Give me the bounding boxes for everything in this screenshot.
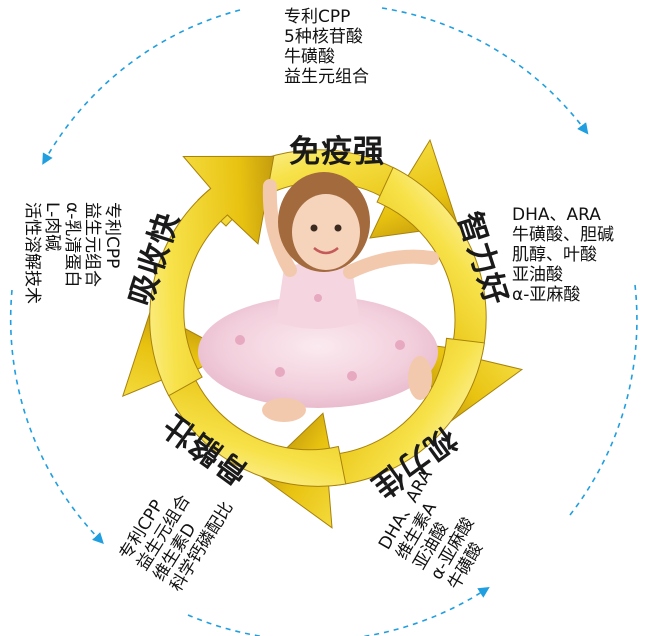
baby-eye — [310, 224, 318, 232]
ingredient-item: 牛磺酸 — [284, 47, 335, 67]
ingredients-immunity: 专利CPP 5种核苷酸 牛磺酸 益生元组合 — [284, 7, 369, 87]
baby-face — [292, 194, 360, 270]
dress-skirt — [198, 296, 438, 408]
dress-dot — [314, 294, 322, 302]
arrow-ring — [121, 138, 524, 529]
ingredient-item: 专利CPP — [284, 7, 351, 27]
dashed-arc-bottom — [187, 586, 490, 636]
baby-left-foot — [262, 398, 306, 422]
baby-left-arm — [262, 179, 297, 277]
baby-right-arm — [343, 249, 439, 279]
ingredient-item: 5种核苷酸 — [284, 27, 363, 47]
ring-segment-absorption — [149, 155, 275, 397]
ingredient-item: 牛磺酸、胆碱 — [512, 225, 614, 245]
ingredient-item: DHA、ARA — [512, 205, 601, 225]
segment-label-immunity: 免疫强 — [289, 134, 385, 170]
dashed-arc-top-left — [42, 9, 241, 165]
ingredients-absorption: 专利CPP 益生元组合 α-乳清蛋白 L-肉碱 活性溶解技术 — [22, 202, 122, 304]
ingredient-item: α-乳清蛋白 — [62, 202, 82, 288]
ingredient-item: α-亚麻酸 — [512, 285, 581, 305]
ingredient-item: 活性溶解技术 — [22, 202, 42, 304]
baby-photo — [198, 172, 439, 422]
ingredient-item: 专利CPP — [102, 202, 122, 269]
ingredients-intelligence: DHA、ARA 牛磺酸、胆碱 肌醇、叶酸 亚油酸 α-亚麻酸 — [512, 205, 614, 305]
dashed-arc-top-right — [381, 7, 589, 135]
baby-eye — [334, 224, 342, 232]
dress-dot — [395, 340, 405, 350]
dashed-arc-right — [569, 284, 638, 516]
ingredient-item: 亚油酸 — [512, 265, 563, 285]
ingredient-item: L-肉碱 — [42, 202, 62, 252]
dress-dot — [275, 367, 285, 377]
dashed-cycle — [9, 7, 638, 636]
ingredient-item: 益生元组合 — [82, 202, 102, 287]
ingredient-item: 肌醇、叶酸 — [512, 245, 597, 265]
baby-smile — [313, 247, 339, 255]
ingredient-item: 益生元组合 — [284, 67, 369, 87]
baby-right-foot — [408, 356, 432, 400]
dashed-arc-left — [9, 289, 104, 545]
dress-dot — [235, 335, 245, 345]
dress-dot — [347, 371, 357, 381]
